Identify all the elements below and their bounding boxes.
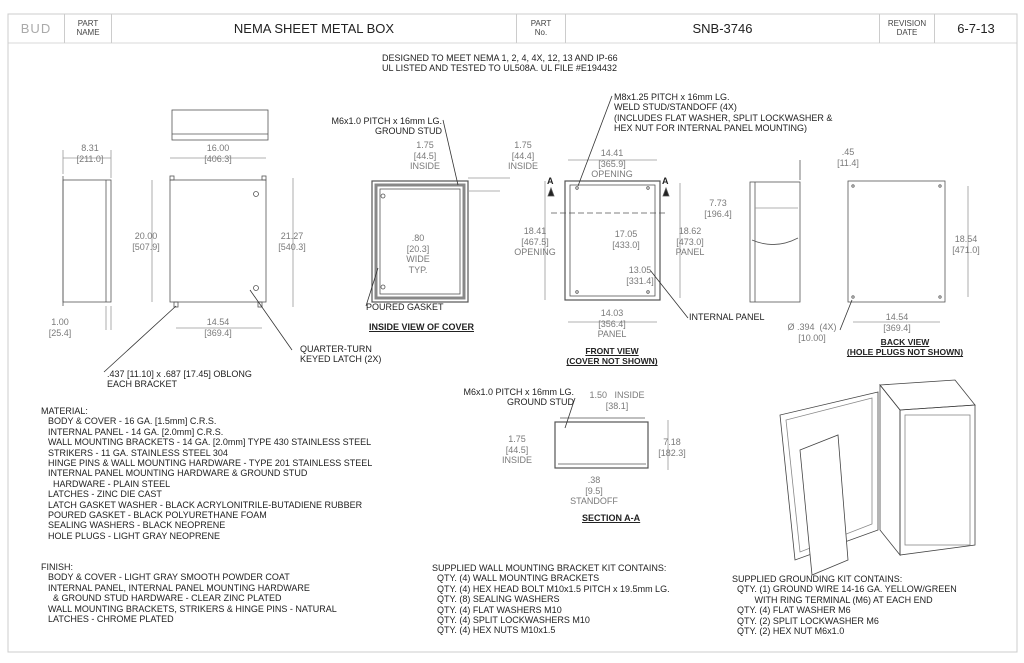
- material-line: LATCH GASKET WASHER - BLACK ACRYLONITRIL…: [48, 499, 363, 510]
- dim-panel-height: 18.62 [473.0] PANEL: [675, 226, 705, 257]
- dim-inside-top: 1.50 INSIDE [38.1]: [589, 390, 645, 411]
- isometric-view: [779, 379, 976, 576]
- section-stud-note: M6x1.0 PITCH x 16mm LG. GROUND STUD: [463, 387, 574, 408]
- side-view-left: [62, 150, 112, 330]
- grounding-kit-heading: SUPPLIED GROUNDING KIT CONTAINS:: [732, 574, 903, 584]
- bracket-kit-notes: SUPPLIED WALL MOUNTING BRACKET KIT CONTA…: [432, 563, 670, 636]
- finish-line: INTERNAL PANEL, INTERNAL PANEL MOUNTING …: [48, 582, 310, 593]
- dim-hole-height: 18.54 [471.0]: [952, 234, 980, 255]
- material-line: HARDWARE - PLAIN STEEL: [48, 478, 171, 489]
- inside-cover-view: [365, 119, 510, 307]
- grounding-kit-line: QTY. (2) SPLIT LOCKWASHER M6: [737, 615, 879, 626]
- revision-date-label: REVISION DATE: [880, 14, 935, 43]
- grounding-kit-notes: SUPPLIED GROUNDING KIT CONTAINS: QTY. (1…: [732, 574, 957, 636]
- material-line: INTERNAL PANEL - 14 GA. [2.0mm] C.R.S.: [48, 426, 224, 437]
- finish-notes: FINISH: BODY & COVER - LIGHT GRAY SMOOTH…: [41, 562, 337, 624]
- weld-stud-note: M8x1.25 PITCH x 16mm LG. WELD STUD/STAND…: [614, 92, 833, 134]
- bracket-kit-line: QTY. (4) HEX NUTS M10x1.5: [437, 625, 556, 636]
- section-marker-right: A: [662, 176, 669, 186]
- dim-inside-right: 1.75 [44.4] INSIDE: [507, 140, 539, 171]
- section-a-a-caption: SECTION A-A: [582, 513, 641, 523]
- logo: BUD: [8, 14, 65, 43]
- inside-cover-caption: INSIDE VIEW OF COVER: [369, 322, 475, 332]
- dim-overall-height: 21.27 [540.3]: [278, 231, 306, 252]
- material-notes: MATERIAL: BODY & COVER - 16 GA. [1.5mm] …: [41, 406, 372, 541]
- bracket-kit-line: QTY. (4) HEX HEAD BOLT M10x1.5 PITCH x 1…: [437, 583, 670, 594]
- dim-gasket-width: .80 [20.3] WIDE TYP.: [406, 233, 430, 275]
- dim-height: 20.00 [507.9]: [132, 231, 160, 252]
- dim-hole-width: 14.54 [369.4]: [883, 312, 911, 333]
- latch-note: QUARTER-TURN KEYED LATCH (2X): [300, 344, 382, 365]
- bracket-kit-line: QTY. (4) WALL MOUNTING BRACKETS: [437, 573, 600, 584]
- bracket-kit-line: QTY. (4) SPLIT LOCKWASHERS M10: [437, 615, 590, 626]
- gasket-note: POURED GASKET: [366, 302, 444, 312]
- section-a-a-view: [554, 397, 669, 470]
- front-box-view: [103, 157, 294, 373]
- material-line: POURED GASKET - BLACK POLYURETHANE FOAM: [48, 510, 267, 521]
- dim-depth: 8.31 [211.0]: [76, 143, 104, 164]
- material-line: STRIKERS - 11 GA. STAINLESS STEEL 304: [48, 447, 228, 458]
- finish-line: LATCHES - CHROME PLATED: [48, 614, 174, 625]
- grounding-kit-line: QTY. (2) HEX NUT M6x1.0: [737, 626, 845, 637]
- header-note: DESIGNED TO MEET NEMA 1, 2, 4, 4X, 12, 1…: [382, 53, 618, 74]
- material-line: HOLE PLUGS - LIGHT GRAY NEOPRENE: [48, 530, 221, 541]
- material-line: WALL MOUNTING BRACKETS - 14 GA. [2.0mm] …: [48, 437, 372, 448]
- bracket-kit-line: QTY. (8) SEALING WASHERS: [437, 594, 560, 605]
- oblong-note: .437 [11.10] x .687 [17.45] OBLONG EACH …: [107, 369, 252, 390]
- dim-section-depth: 7.18 [182.3]: [658, 437, 686, 458]
- section-marker-left: A: [547, 176, 554, 186]
- top-view: [171, 109, 269, 141]
- dim-bracket-offset: .45 [11.4]: [837, 147, 859, 168]
- grounding-kit-line: QTY. (1) GROUND WIRE 14-16 GA. YELLOW/GR…: [737, 584, 957, 595]
- dim-inside-left: 1.75 [44.5] INSIDE: [409, 140, 441, 171]
- dim-flange: 1.00 [25.4]: [48, 317, 72, 338]
- grounding-kit-line: QTY. (4) FLAT WASHER M6: [737, 605, 851, 616]
- dim-panel-width: 14.03 [356.4] PANEL: [597, 308, 627, 339]
- front-view: [544, 95, 689, 323]
- material-line: SEALING WASHERS - BLACK NEOPRENE: [48, 520, 226, 531]
- grounding-kit-line: WITH RING TERMINAL (M6) AT EACH END: [737, 594, 933, 605]
- finish-line: & GROUND STUD HARDWARE - CLEAR ZINC PLAT…: [48, 593, 282, 604]
- side-view-right: [749, 160, 801, 303]
- part-no-label: PART No.: [517, 14, 566, 43]
- material-line: HINGE PINS & WALL MOUNTING HARDWARE - TY…: [48, 458, 373, 469]
- dim-panel-depth: 7.73 [196.4]: [704, 198, 732, 219]
- back-view-caption: BACK VIEW (HOLE PLUGS NOT SHOWN): [846, 337, 964, 358]
- internal-panel-note: INTERNAL PANEL: [689, 312, 765, 322]
- bracket-kit-heading: SUPPLIED WALL MOUNTING BRACKET KIT CONTA…: [432, 563, 667, 573]
- material-line: LATCHES - ZINC DIE CAST: [48, 489, 162, 500]
- revision-date: 6-7-13: [957, 21, 995, 36]
- dim-opening-height: 18.41 [467.5] OPENING: [514, 226, 556, 257]
- dim-stud-vertical: 17.05 [433.0]: [612, 229, 640, 250]
- dim-opening-width: 14.41 [365.9] OPENING: [591, 148, 633, 179]
- dim-bracket-spacing: 14.54 [369.4]: [204, 317, 232, 338]
- dim-standoff: .38 [9.5] STANDOFF: [570, 475, 618, 506]
- part-number: SNB-3746: [566, 14, 880, 43]
- front-view-caption: FRONT VIEW (COVER NOT SHOWN): [566, 346, 658, 367]
- bracket-kit-line: QTY. (4) FLAT WASHERS M10: [437, 604, 562, 615]
- dim-inside-side: 1.75 [44.5] INSIDE: [501, 434, 533, 465]
- part-name: NEMA SHEET METAL BOX: [112, 14, 517, 43]
- dim-hole-diameter: Ø .394 (4X) [10.00]: [787, 322, 837, 343]
- material-heading: MATERIAL:: [41, 406, 88, 416]
- part-name-label: PART NAME: [65, 14, 112, 43]
- dim-stud-horizontal: 13.05 [331.4]: [626, 265, 654, 286]
- back-view: [839, 180, 969, 331]
- finish-line: BODY & COVER - LIGHT GRAY SMOOTH POWDER …: [48, 572, 290, 583]
- finish-heading: FINISH:: [41, 562, 74, 572]
- material-line: BODY & COVER - 16 GA. [1.5mm] C.R.S.: [48, 416, 217, 427]
- ground-stud-note: M6x1.0 PITCH x 16mm LG. GROUND STUD: [331, 116, 442, 137]
- dim-width: 16.00 [406.3]: [204, 143, 232, 164]
- material-line: INTERNAL PANEL MOUNTING HARDWARE & GROUN…: [48, 468, 308, 479]
- finish-line: WALL MOUNTING BRACKETS, STRIKERS & HINGE…: [48, 603, 337, 614]
